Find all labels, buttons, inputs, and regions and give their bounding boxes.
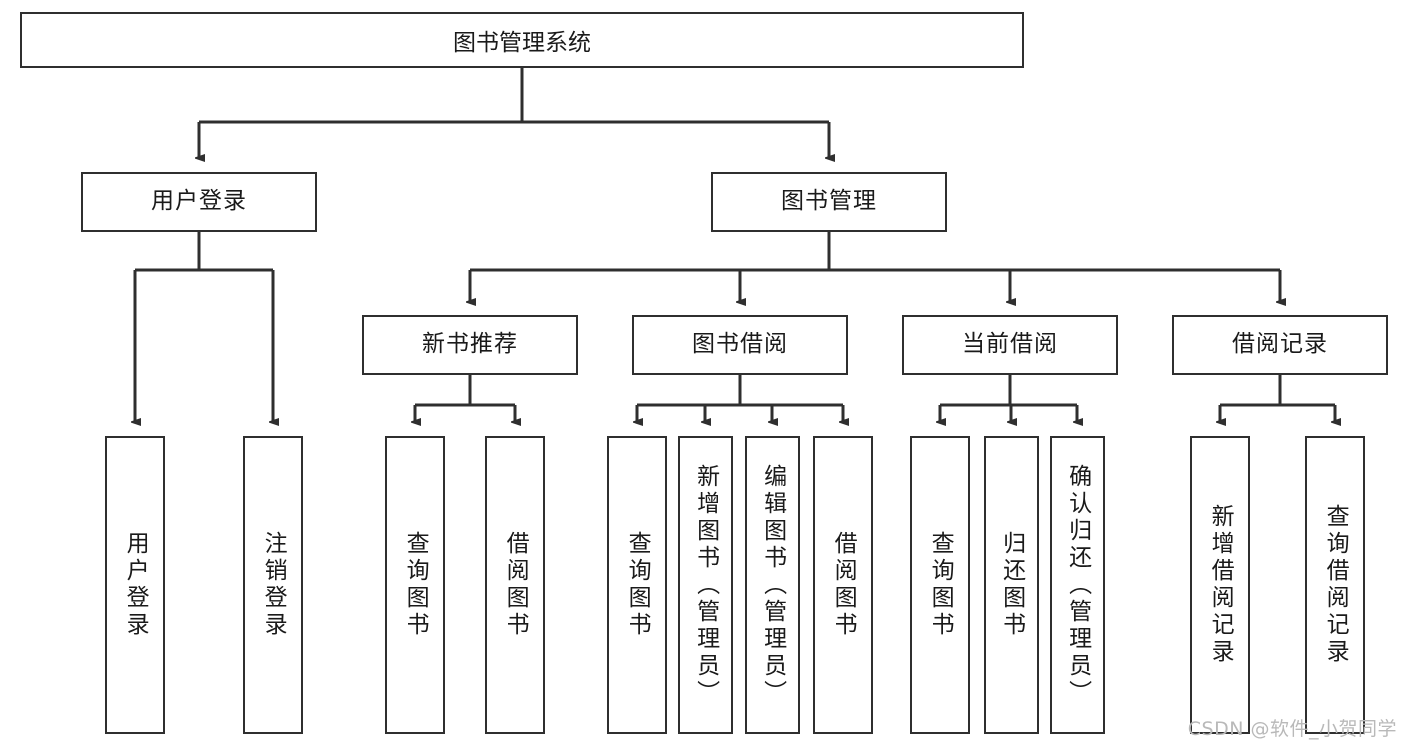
node-leaf-add-book-admin-label: 新增图书（管理员） [692,463,719,707]
node-new-book-recommendation[interactable]: 新书推荐 [362,315,578,375]
node-leaf-borrow-book-2-label: 借阅图书 [830,531,857,639]
node-leaf-query-borrow-record[interactable]: 查询借阅记录 [1305,436,1365,734]
node-new-book-recommendation-label: 新书推荐 [422,331,518,358]
node-leaf-query-borrow-record-label: 查询借阅记录 [1322,504,1349,666]
node-book-borrowing-label: 图书借阅 [692,331,788,358]
node-leaf-add-book-admin[interactable]: 新增图书（管理员） [678,436,733,734]
node-leaf-return-book[interactable]: 归还图书 [984,436,1039,734]
node-leaf-user-login[interactable]: 用户登录 [105,436,165,734]
node-leaf-query-book-1-label: 查询图书 [402,531,429,639]
node-user-login[interactable]: 用户登录 [81,172,317,232]
node-leaf-query-book-3[interactable]: 查询图书 [910,436,970,734]
node-leaf-borrow-book-1-label: 借阅图书 [502,531,529,639]
node-book-management-label: 图书管理 [781,188,877,215]
node-leaf-borrow-book-2[interactable]: 借阅图书 [813,436,873,734]
node-leaf-user-login-label: 用户登录 [122,531,149,639]
node-book-management[interactable]: 图书管理 [711,172,947,232]
node-leaf-query-book-3-label: 查询图书 [927,531,954,639]
node-leaf-query-book-1[interactable]: 查询图书 [385,436,445,734]
node-leaf-logout-label: 注销登录 [260,531,287,639]
node-leaf-logout[interactable]: 注销登录 [243,436,303,734]
node-current-borrowing[interactable]: 当前借阅 [902,315,1118,375]
node-leaf-confirm-return-admin-label: 确认归还（管理员） [1064,463,1091,707]
node-borrowing-record-label: 借阅记录 [1232,331,1328,358]
node-leaf-query-book-2-label: 查询图书 [624,531,651,639]
node-user-login-label: 用户登录 [151,188,247,215]
node-leaf-edit-book-admin-label: 编辑图书（管理员） [759,463,786,707]
watermark: CSDN @软件_小贺同学 [1187,718,1397,740]
node-leaf-confirm-return-admin[interactable]: 确认归还（管理员） [1050,436,1105,734]
node-leaf-borrow-book-1[interactable]: 借阅图书 [485,436,545,734]
node-leaf-return-book-label: 归还图书 [998,531,1025,639]
node-leaf-query-book-2[interactable]: 查询图书 [607,436,667,734]
node-root[interactable]: 图书管理系统 [20,12,1024,68]
node-leaf-edit-book-admin[interactable]: 编辑图书（管理员） [745,436,800,734]
node-borrowing-record[interactable]: 借阅记录 [1172,315,1388,375]
node-current-borrowing-label: 当前借阅 [962,331,1058,358]
node-leaf-add-borrow-record[interactable]: 新增借阅记录 [1190,436,1250,734]
node-book-borrowing[interactable]: 图书借阅 [632,315,848,375]
node-leaf-add-borrow-record-label: 新增借阅记录 [1207,504,1234,666]
node-root-label: 图书管理系统 [453,30,591,56]
